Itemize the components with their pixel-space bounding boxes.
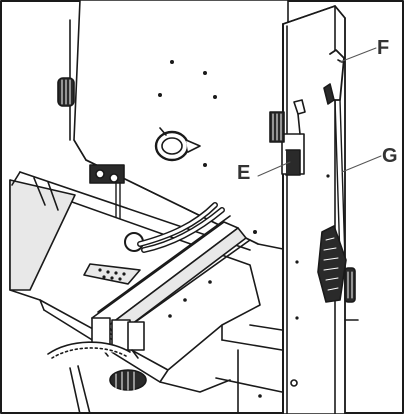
right-side-knob [344, 267, 359, 321]
leader-f [339, 47, 377, 63]
throat-insert [83, 263, 141, 285]
leader-e [257, 161, 291, 177]
callout-label-g: G [382, 145, 398, 167]
callout-label-e: E [237, 162, 251, 184]
miter-scale [47, 341, 131, 359]
dust-hose [124, 202, 225, 253]
leader-g [341, 155, 382, 173]
lower-cabinet [215, 324, 283, 414]
tension-knob [57, 77, 75, 107]
lever-g [317, 99, 347, 303]
tracking-knob [154, 127, 201, 162]
callout-label-f: F [377, 37, 390, 59]
callout-leaders [257, 47, 382, 177]
lever-f [323, 49, 345, 105]
lower-knob [69, 365, 147, 414]
tool-holder-e [269, 99, 306, 176]
rip-fence [91, 215, 251, 359]
